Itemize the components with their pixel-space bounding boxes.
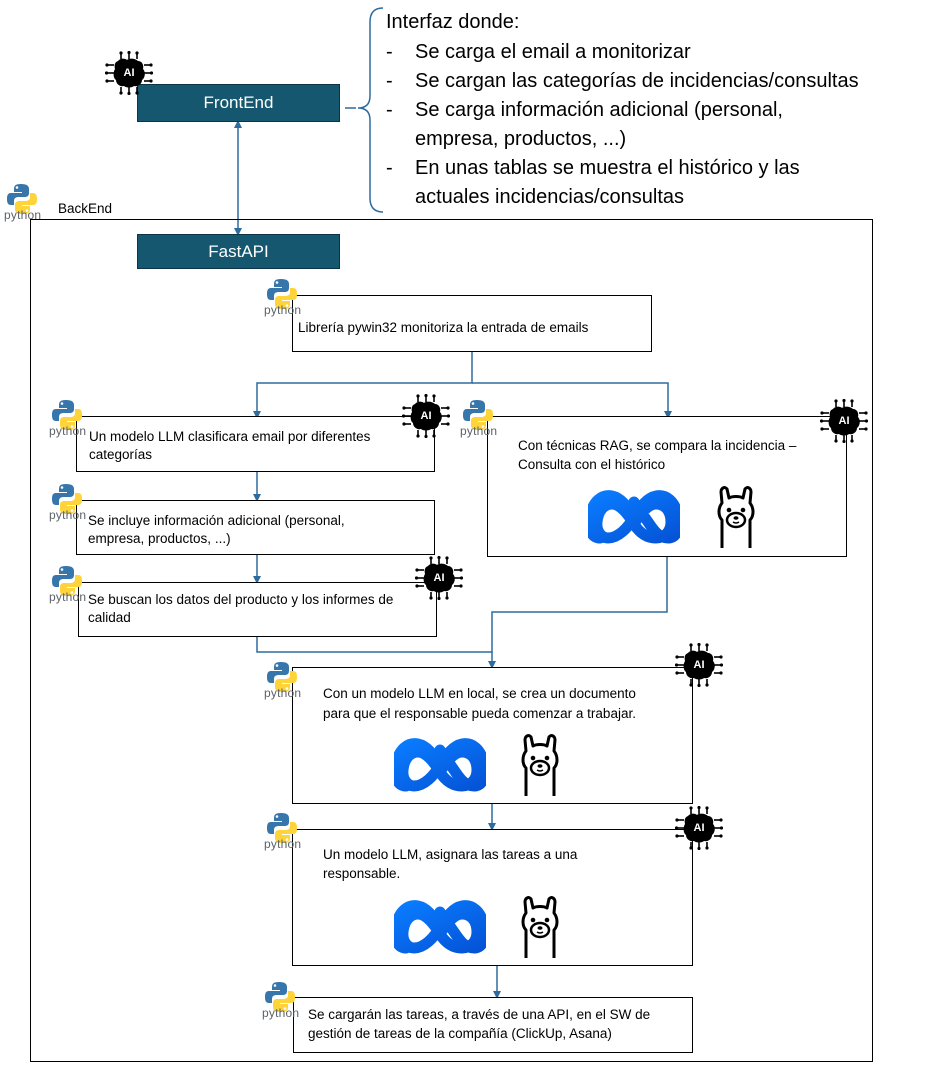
ollama-llama-icon: [516, 896, 564, 960]
python-logo-icon: python: [4, 181, 54, 227]
classify-box: Un modelo LLM clasificara email por dife…: [76, 416, 435, 472]
python-logo-icon: python: [262, 979, 312, 1025]
meta-logo-icon: [394, 896, 486, 958]
frontend-note: Interfaz donde: - Se carga el email a mo…: [386, 8, 931, 218]
pywin32-box: Librería pywin32 monitoriza la entrada d…: [292, 295, 652, 352]
additional-info-box: Se incluye información adicional (person…: [76, 500, 435, 555]
product-text-line-2: calidad: [88, 610, 131, 625]
note-dash-1: -: [386, 41, 393, 63]
python-logo-icon: python: [264, 276, 314, 322]
ai-brain-chip-icon: AI: [674, 805, 724, 851]
python-logo-icon: python: [264, 810, 314, 856]
connector-pywin32-split: [253, 352, 473, 419]
connector-pywin32-rag: [472, 382, 672, 419]
ai-brain-chip-icon: AI: [674, 642, 724, 688]
frontend-label: FrontEnd: [203, 93, 274, 112]
additional-text-line-1: Se incluye información adicional (person…: [88, 513, 345, 528]
python-logo-icon: python: [49, 563, 99, 609]
document-text-line-2: para que el responsable pueda comenzar a…: [323, 706, 636, 721]
python-logo-icon: python: [49, 397, 99, 443]
rag-text-line-2: Consulta con el histórico: [518, 457, 666, 472]
note-title: Interfaz donde:: [386, 11, 520, 33]
classify-text-line-1: Un modelo LLM clasificara email por dife…: [89, 429, 371, 444]
ollama-llama-icon: [712, 486, 760, 550]
frontend-box: FrontEnd: [137, 84, 340, 122]
python-logo-icon: python: [460, 397, 510, 443]
load-text-line-2: gestión de tareas de la compañía (ClickU…: [308, 1026, 612, 1041]
product-data-box: Se buscan los datos del producto y los i…: [78, 582, 437, 637]
connector-product-document: [256, 637, 496, 669]
backend-label: BackEnd: [58, 201, 113, 216]
ai-brain-chip-icon: AI: [104, 50, 154, 96]
classify-text-line-2: categorías: [89, 447, 153, 462]
ai-brain-chip-icon: AI: [819, 398, 869, 444]
note-dash-4: -: [386, 157, 393, 179]
meta-logo-icon: [588, 486, 680, 548]
assign-text-line-2: responsable.: [323, 866, 401, 881]
fastapi-box: FastAPI: [137, 234, 340, 269]
additional-text-line-2: empresa, productos, ...): [88, 531, 231, 546]
note-item-3-line-2: empresa, productos, ...): [415, 128, 627, 150]
note-dash-2: -: [386, 70, 393, 92]
note-item-2: Se cargan las categorías de incidencias/…: [415, 70, 859, 92]
document-box: Con un modelo LLM en local, se crea un d…: [292, 667, 693, 804]
backend-container: [30, 219, 873, 1062]
document-text-line-1: Con un modelo LLM en local, se crea un d…: [323, 686, 636, 701]
connector-rag-document: [491, 557, 668, 652]
python-logo-icon: python: [264, 659, 314, 705]
note-item-4-line-1: En unas tablas se muestra el histórico y…: [415, 157, 800, 179]
product-text-line-1: Se buscan los datos del producto y los i…: [88, 592, 394, 607]
rag-box: Con técnicas RAG, se compara la incidenc…: [487, 416, 847, 557]
note-item-1: Se carga el email a monitorizar: [415, 41, 691, 63]
ai-brain-chip-icon: AI: [401, 393, 451, 439]
note-item-3-line-1: Se carga información adicional (personal…: [415, 99, 783, 121]
fastapi-label: FastAPI: [208, 241, 269, 261]
pywin32-text-line-1: Librería pywin32 monitoriza la entrada d…: [298, 320, 589, 335]
ai-brain-chip-icon: AI: [414, 555, 464, 601]
note-item-4-line-2: actuales incidencias/consultas: [415, 186, 685, 208]
rag-text-line-1: Con técnicas RAG, se compara la incidenc…: [518, 438, 797, 453]
note-brace: [357, 7, 384, 213]
meta-logo-icon: [394, 734, 486, 796]
load-tasks-box: Se cargarán las tareas, a través de una …: [293, 997, 693, 1053]
note-dash-3: -: [386, 99, 393, 121]
python-logo-icon: python: [49, 481, 99, 527]
load-text-line-1: Se cargarán las tareas, a través de una …: [308, 1007, 651, 1022]
ollama-llama-icon: [516, 734, 564, 798]
assign-box: Un modelo LLM, asignara las tareas a una…: [292, 829, 693, 966]
assign-text-line-1: Un modelo LLM, asignara las tareas a una: [323, 847, 578, 862]
